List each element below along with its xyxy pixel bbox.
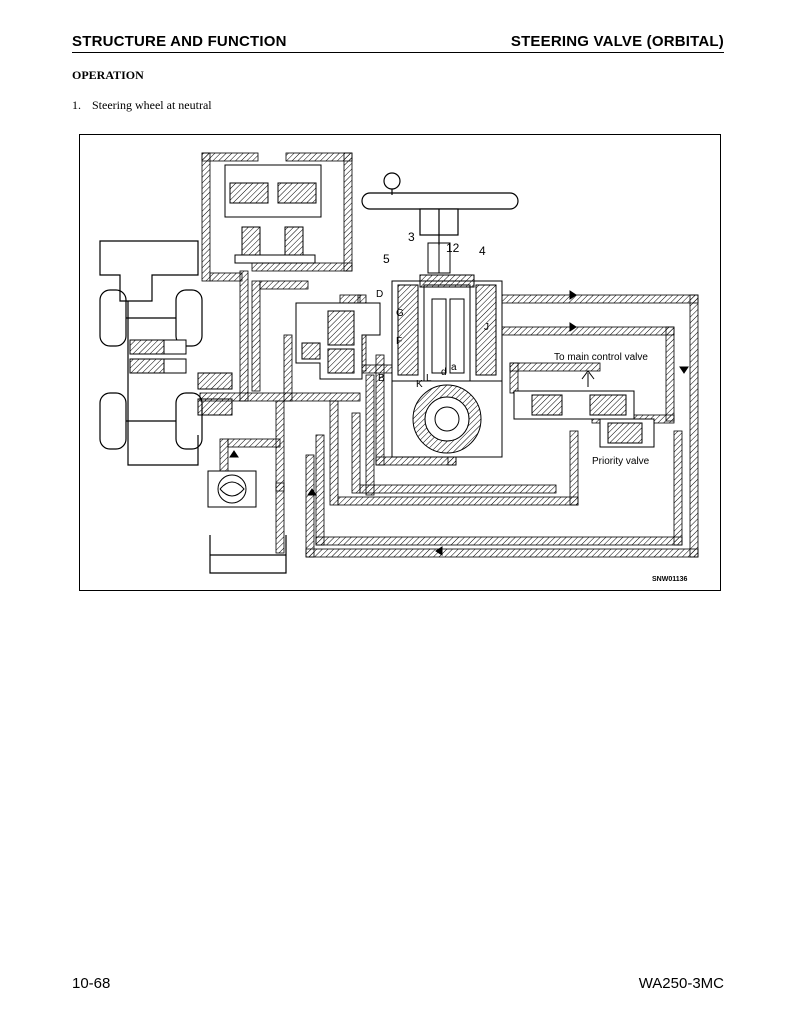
label-port-l: L bbox=[426, 373, 432, 384]
hydraulic-pump bbox=[207, 470, 257, 508]
label-part-5: 5 bbox=[383, 252, 390, 266]
drawing-code: SNW01136 bbox=[652, 576, 688, 583]
hydraulic-tank bbox=[209, 535, 287, 574]
stop-valve-assembly bbox=[224, 164, 322, 264]
label-port-j: J bbox=[484, 322, 489, 333]
page-number: 10-68 bbox=[72, 975, 111, 992]
flow-arrows bbox=[229, 290, 689, 556]
step-item: 1. Steering wheel at neutral bbox=[72, 98, 212, 113]
label-port-d-upper: D bbox=[376, 289, 383, 300]
model-name: WA250-3MC bbox=[638, 975, 724, 992]
header-rule bbox=[72, 52, 724, 53]
gerotor-unit bbox=[391, 380, 503, 458]
hydraulic-circuit-figure: 3 12 4 5 D G F B K L d a J To main contr… bbox=[79, 134, 721, 591]
label-port-d-lower: d bbox=[441, 367, 447, 378]
step-text: Steering wheel at neutral bbox=[92, 98, 212, 112]
hydraulic-circuit-diagram: 3 12 4 5 D G F B K L d a J To main contr… bbox=[99, 152, 699, 583]
hydraulic-lines bbox=[199, 152, 699, 558]
label-port-g: G bbox=[396, 308, 404, 319]
label-port-b: B bbox=[378, 373, 385, 384]
section-title: STRUCTURE AND FUNCTION bbox=[72, 33, 287, 50]
orbital-steering-valve bbox=[391, 242, 503, 382]
label-port-f: F bbox=[396, 336, 402, 347]
label-port-k: K bbox=[416, 379, 423, 390]
label-port-a: a bbox=[451, 362, 457, 373]
check-valve-block bbox=[295, 302, 381, 380]
steering-wheel bbox=[361, 172, 519, 245]
machine-chassis bbox=[99, 240, 203, 466]
step-number: 1. bbox=[72, 98, 81, 112]
priority-valve-symbol bbox=[513, 370, 655, 448]
label-part-4: 4 bbox=[479, 244, 486, 258]
label-to-main-control-valve: To main control valve bbox=[554, 352, 648, 363]
label-part-3: 3 bbox=[408, 230, 415, 244]
operation-heading: OPERATION bbox=[72, 68, 144, 82]
label-priority-valve: Priority valve bbox=[592, 456, 650, 467]
label-part-12: 12 bbox=[446, 241, 460, 255]
steering-cylinders bbox=[129, 339, 233, 416]
component-title: STEERING VALVE (ORBITAL) bbox=[510, 33, 724, 50]
